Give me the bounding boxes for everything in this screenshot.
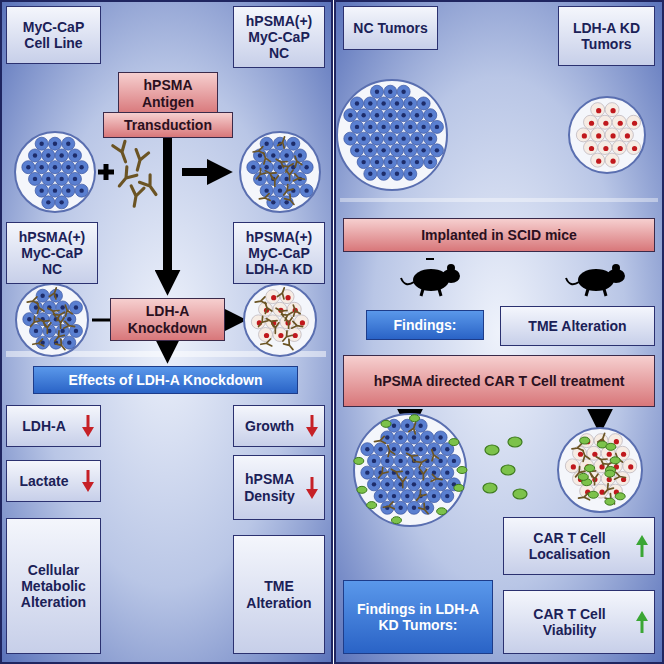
process-line <box>92 319 110 322</box>
label-box: hPSMA(+) MyC-CaP NC <box>6 222 98 284</box>
box-text: CAR T Cell Viability <box>509 606 630 638</box>
process-arrow <box>596 412 605 414</box>
label-box: TME Alteration <box>233 535 325 654</box>
plus-sign <box>98 164 114 180</box>
box-text: hPSMA Density <box>239 471 300 503</box>
label-box: Growth <box>233 405 325 447</box>
label-box: LDH-A <box>6 405 101 447</box>
label-box: Cellular Metabolic Alteration <box>6 518 101 654</box>
box-text: Lactate <box>19 473 68 489</box>
mouse-icon <box>401 264 460 296</box>
label-box: CAR T Cell Viability <box>503 590 655 654</box>
increase-arrow <box>635 610 649 634</box>
right-panel <box>335 1 663 663</box>
process-arrow <box>225 316 226 324</box>
heading-box: Findings: <box>366 310 484 340</box>
label-box: CAR T Cell Localisation <box>503 517 655 575</box>
heading-box: Findings in LDH-A KD Tumors: <box>343 580 493 654</box>
box-text: Growth <box>245 418 294 434</box>
box-text: hPSMA(+) MyC-CaP LDH-A KD <box>239 229 319 277</box>
box-text: hPSMA(+) MyC-CaP NC <box>239 13 319 61</box>
decrease-arrow <box>81 469 95 493</box>
box-text: LDH-A <box>22 418 66 434</box>
label-box: hPSMA(+) MyC-CaP LDH-A KD <box>233 222 325 284</box>
label-box: MyC-CaP Cell Line <box>6 6 101 64</box>
box-text: LDH-A KD Tumors <box>564 20 649 52</box>
box-text: TME Alteration <box>528 318 626 334</box>
decrease-arrow <box>305 476 319 500</box>
box-text: hPSMA directed CAR T Cell treatment <box>374 373 625 389</box>
process-box: Transduction <box>103 112 233 138</box>
box-text: CAR T Cell Localisation <box>509 530 630 562</box>
box-text: TME Alteration <box>239 578 319 610</box>
process-box: hPSMA Antigen <box>118 72 218 115</box>
divider <box>340 198 658 202</box>
box-text: Findings in LDH-A KD Tumors: <box>349 601 487 633</box>
process-arrow <box>182 168 212 176</box>
label-box: NC Tumors <box>343 6 438 50</box>
process-box: Implanted in SCID mice <box>343 218 655 252</box>
box-text: hPSMA Antigen <box>124 77 212 109</box>
box-text: NC Tumors <box>353 20 427 36</box>
label-box: LDH-A KD Tumors <box>558 6 655 66</box>
label-box: hPSMA(+) MyC-CaP NC <box>233 6 325 68</box>
box-text: hPSMA(+) MyC-CaP NC <box>12 229 92 277</box>
decrease-arrow <box>81 414 95 438</box>
box-text: Effects of LDH-A Knockdown <box>69 372 263 388</box>
flow-arrow <box>163 138 172 275</box>
label-box: Lactate <box>6 460 101 502</box>
mouse-icon <box>566 264 625 296</box>
label-box: TME Alteration <box>500 306 655 346</box>
box-text: Cellular Metabolic Alteration <box>12 562 95 610</box>
cell-dishes <box>15 80 645 526</box>
box-text: Transduction <box>124 117 212 133</box>
heading-box: Effects of LDH-A Knockdown <box>33 366 298 394</box>
increase-arrow <box>635 534 649 558</box>
box-text: Findings: <box>394 317 457 333</box>
decrease-arrow <box>305 414 319 438</box>
box-text: MyC-CaP Cell Line <box>12 19 95 51</box>
process-box: hPSMA directed CAR T Cell treatment <box>343 355 655 407</box>
process-box: LDH-A Knockdown <box>110 298 225 341</box>
process-arrow <box>426 258 434 260</box>
flow-arrow <box>163 341 172 343</box>
box-text: Implanted in SCID mice <box>421 227 577 243</box>
box-text: LDH-A Knockdown <box>116 303 219 335</box>
left-panel <box>1 1 332 663</box>
label-box: hPSMA Density <box>233 455 325 520</box>
